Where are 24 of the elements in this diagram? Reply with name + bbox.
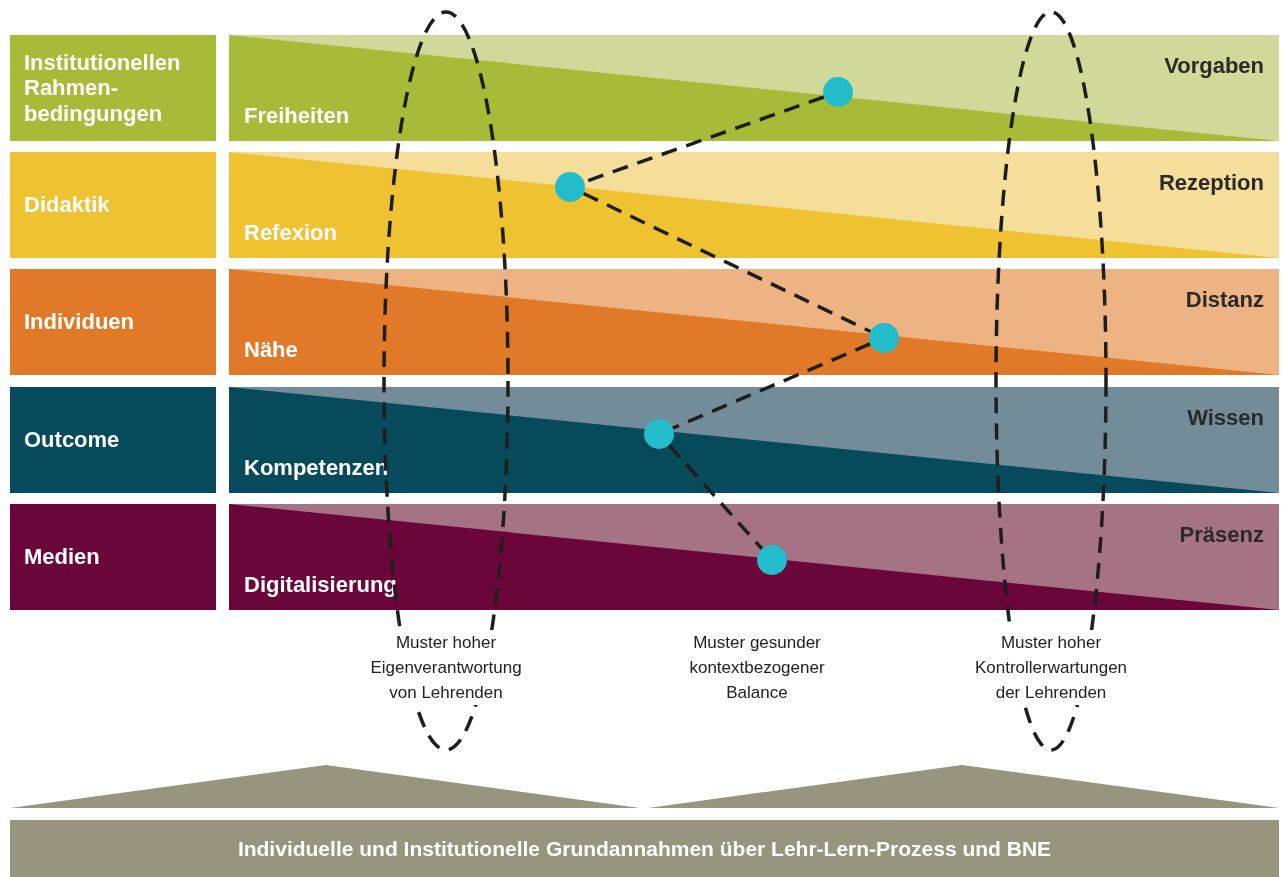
gradient-band	[229, 35, 1279, 141]
category-box: Outcome	[10, 387, 216, 493]
band-label: Kompetenzen	[244, 455, 389, 481]
dashed-connector	[667, 444, 764, 550]
band-label: Digitalisierung	[244, 572, 397, 598]
gradient-band	[229, 387, 1279, 493]
gradient-band	[229, 269, 1279, 375]
category-box: Didaktik	[10, 152, 216, 258]
band-label: Vorgaben	[1164, 53, 1264, 79]
dashed-connector	[582, 191, 872, 334]
category-box: Institutionellen Rahmen-bedingungen	[10, 35, 216, 141]
band-label: Refexion	[244, 220, 337, 246]
band-label: Distanz	[1185, 287, 1264, 313]
band-label: Freiheiten	[244, 103, 350, 129]
gradient-band	[229, 504, 1279, 610]
band-label: Rezeption	[1158, 170, 1264, 196]
gradient-band	[229, 152, 1279, 258]
band-label: Wissen	[1187, 405, 1264, 431]
band-label: Präsenz	[1179, 522, 1264, 548]
band-label: Nähe	[244, 337, 298, 363]
foundation-bar: Individuelle und Institutionelle Grundannahmen über Lehr-Lern-Prozess und BNE	[10, 820, 1279, 877]
dashed-connector	[672, 342, 871, 430]
category-box: Individuen	[10, 269, 216, 375]
category-box: Medien	[10, 504, 216, 610]
